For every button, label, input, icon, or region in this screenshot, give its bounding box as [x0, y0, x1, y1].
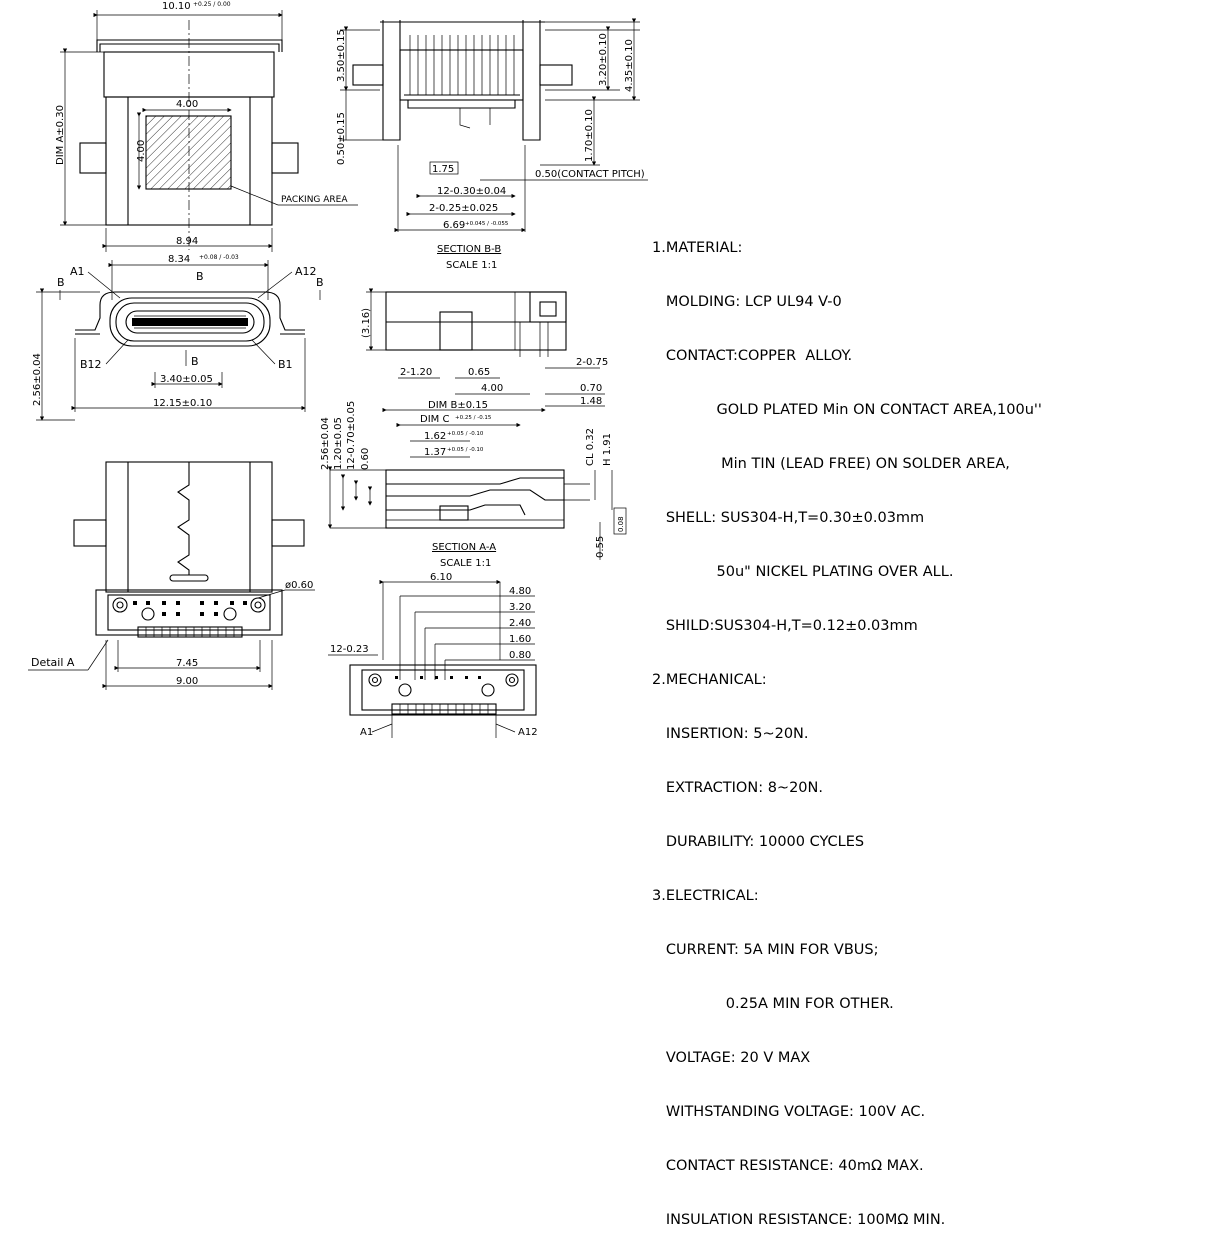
detail-a-view: 6.10 4.80 3.20 2.40 1.60 0.80 12-0.23	[328, 572, 538, 738]
note-line: MOLDING: LCP UL94 V-0	[652, 294, 842, 310]
aa-dim-c-tol: +0.25 / -0.15	[455, 415, 492, 421]
bb-scale: SCALE 1:1	[446, 260, 497, 271]
note-line: Min TIN (LEAD FREE) ON SOLDER AREA,	[652, 456, 1010, 472]
specification-notes: 1.MATERIAL: MOLDING: LCP UL94 V-0 CONTAC…	[652, 203, 1172, 1247]
aa-v1: 2.56±0.04	[320, 417, 331, 470]
bb-dim-050: 0.50±0.15	[336, 112, 347, 165]
detail-d320: 3.20	[509, 602, 531, 613]
aa-d137: 1.37	[424, 447, 446, 458]
side-d1: 2-1.20	[400, 367, 432, 378]
section-b-left: B	[57, 276, 65, 289]
packing-area-label: PACKING AREA	[281, 195, 348, 205]
aa-d162-tol: +0.05 / -0.10	[447, 431, 484, 437]
section-b-b-view: 3.50±0.15 0.50±0.15 3.20±0.10 4.35±0.10 …	[336, 18, 648, 271]
base-width-dim: 8.94	[176, 236, 198, 247]
label-a1: A1	[70, 265, 85, 278]
side-d3: 2-0.75	[576, 357, 608, 368]
front-width-dim: 8.34	[168, 254, 190, 265]
front-height-dim: 2.56±0.04	[32, 353, 43, 406]
note-line: 1.MATERIAL:	[652, 240, 743, 256]
top-width-tol: +0.25 / 0.00	[193, 1, 231, 8]
bb-dim-350: 3.50±0.15	[336, 29, 347, 82]
bb-pitch: 0.50(CONTACT PITCH)	[535, 169, 645, 180]
note-line: EXTRACTION: 8~20N.	[652, 780, 823, 796]
note-line: 50u" NICKEL PLATING OVER ALL.	[652, 564, 954, 580]
drawing-sheet: 10.10 +0.25 / 0.00 4.00 4.00 PACKING ARE…	[28, 1, 648, 738]
dim-900: 9.00	[176, 676, 198, 687]
detail-d1223: 12-0.23	[330, 644, 369, 655]
contact-pads	[133, 601, 247, 616]
hole-dim: ø0.60	[285, 580, 313, 591]
aa-v4: 0.60	[360, 448, 371, 470]
top-width-dim: 10.10	[162, 1, 191, 12]
bb-dim-170: 1.70±0.10	[584, 109, 595, 162]
detail-d240: 2.40	[509, 618, 531, 629]
detail-a12: A12	[518, 727, 538, 738]
aa-d162: 1.62	[424, 431, 446, 442]
detail-a-label: Detail A	[31, 656, 75, 669]
section-b-right: B	[316, 276, 324, 289]
note-line: 3.ELECTRICAL:	[652, 888, 759, 904]
section-b-bottom: B	[191, 355, 199, 368]
note-line: SHELL: SUS304-H,T=0.30±0.03mm	[652, 510, 925, 526]
detail-a1: A1	[360, 727, 373, 738]
side-d4: 4.00	[481, 383, 503, 394]
aa-v2: 1.20±0.05	[333, 417, 344, 470]
front-width-tol: +0.08 / -0.03	[199, 254, 239, 261]
aa-dim-c: DIM C	[420, 414, 449, 425]
bb-dim-435: 4.35±0.10	[624, 39, 635, 92]
aa-scale: SCALE 1:1	[440, 558, 491, 569]
note-line: 2.MECHANICAL:	[652, 672, 767, 688]
label-b12: B12	[80, 358, 102, 371]
side-height: (3.16)	[361, 308, 372, 338]
bottom-view: ø0.60 Detail A 7.45 9.00	[28, 461, 315, 690]
pad-width-dim: 4.00	[176, 99, 198, 110]
dim-745: 7.45	[176, 658, 198, 669]
note-line: DURABILITY: 10000 CYCLES	[652, 834, 865, 850]
bb-title: SECTION B-B	[437, 244, 501, 255]
top-view: 10.10 +0.25 / 0.00 4.00 4.00 PACKING ARE…	[55, 1, 358, 252]
section-a-a-view: DIM C +0.25 / -0.15 1.62 +0.05 / -0.10 1…	[320, 401, 627, 569]
side-view: (3.16) 2-1.20 0.65 2-0.75 4.00 0.70 1.48…	[361, 288, 608, 413]
dim-a-label: DIM A±0.30	[55, 105, 66, 165]
aa-title: SECTION A-A	[432, 542, 496, 553]
note-line: 0.25A MIN FOR OTHER.	[652, 996, 894, 1012]
aa-cl: CL 0.32	[585, 428, 596, 466]
inner-dim: 3.40±0.05	[160, 374, 213, 385]
note-line: CONTACT RESISTANCE: 40mΩ MAX.	[652, 1158, 924, 1174]
detail-d080: 0.80	[509, 650, 531, 661]
note-line: SHILD:SUS304-H,T=0.12±0.03mm	[652, 618, 918, 634]
bb-dim-669-tol: +0.045 / -0.055	[465, 221, 509, 227]
bb-dim-2: 2-0.25±0.025	[429, 203, 498, 214]
side-d5: 0.70	[580, 383, 602, 394]
note-line: INSULATION RESISTANCE: 100MΩ MIN.	[652, 1212, 946, 1228]
aa-flat: 0.08	[617, 516, 625, 532]
note-line: CONTACT:COPPER ALLOY.	[652, 348, 853, 364]
aa-h: H 1.91	[602, 433, 613, 466]
side-d2: 0.65	[468, 367, 490, 378]
bb-dim-669: 6.69	[443, 220, 465, 231]
label-b1: B1	[278, 358, 293, 371]
label-a12: A12	[295, 265, 317, 278]
front-view: 8.34 +0.08 / -0.03 A1 A12 B B B B12 B1 B…	[32, 254, 324, 421]
side-d6: 1.48	[580, 396, 602, 407]
pad-height-dim: 4.00	[136, 140, 147, 162]
note-line: INSERTION: 5~20N.	[652, 726, 809, 742]
note-line: VOLTAGE: 20 V MAX	[652, 1050, 811, 1066]
detail-d480: 4.80	[509, 586, 531, 597]
side-dim-b: DIM B±0.15	[428, 400, 488, 411]
note-line: CURRENT: 5A MIN FOR VBUS;	[652, 942, 879, 958]
overall-dim: 12.15±0.10	[153, 398, 212, 409]
aa-v3: 12-0.70±0.05	[346, 401, 357, 470]
detail-d610: 6.10	[430, 572, 452, 583]
aa-d055: 0.55	[595, 536, 606, 558]
note-line: GOLD PLATED Min ON CONTACT AREA,100u''	[652, 402, 1042, 418]
bb-box-175: 1.75	[432, 164, 454, 175]
bb-dim-320: 3.20±0.10	[598, 33, 609, 86]
note-line: WITHSTANDING VOLTAGE: 100V AC.	[652, 1104, 926, 1120]
bb-dim-12: 12-0.30±0.04	[437, 186, 506, 197]
detail-d160: 1.60	[509, 634, 531, 645]
section-b-top: B	[196, 270, 204, 283]
aa-d137-tol: +0.05 / -0.10	[447, 447, 484, 453]
